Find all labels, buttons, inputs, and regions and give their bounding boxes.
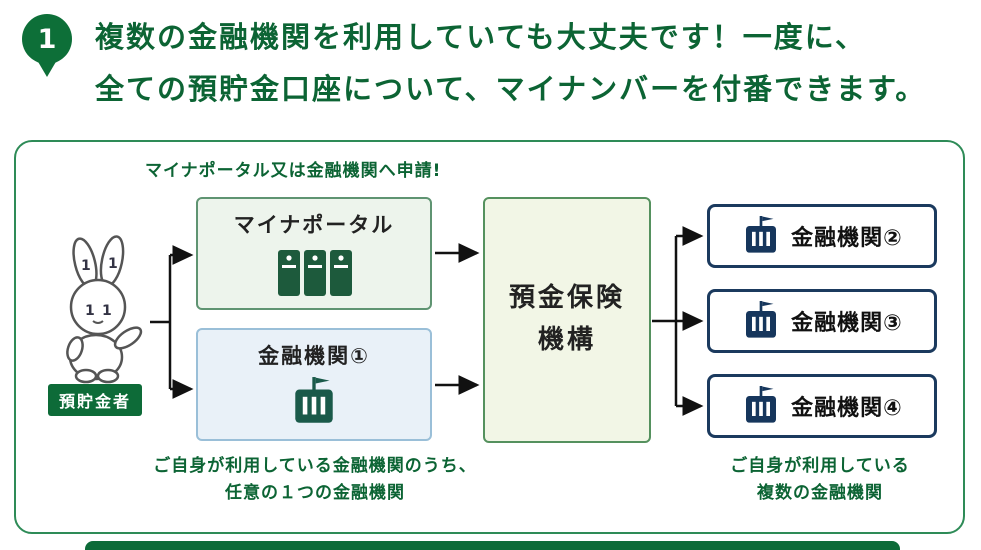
apply-note: マイナポータル又は金融機関へ申請! [145, 161, 442, 181]
right-caption-line2: 複数の金融機関 [757, 483, 883, 504]
mynaportal-box: マイナポータル [196, 197, 432, 310]
page-title-line2: 全ての預貯金口座について、マイナンバーを付番できます。 [95, 71, 927, 106]
right-caption: ご自身が利用している 複数の金融機関 [670, 453, 970, 507]
step-number-pin: 1 [22, 14, 72, 80]
bank1-box: 金融機関① [196, 328, 432, 441]
bank-building-icon [746, 216, 777, 253]
bank-building-icon [295, 377, 333, 423]
deposit-insurance-line2: 機構 [537, 325, 596, 355]
bank4-label: 金融機関④ [791, 396, 903, 421]
pin-tail [37, 60, 57, 77]
left-caption-line1: ご自身が利用している金融機関のうち、 [153, 456, 477, 476]
next-section-bar [85, 541, 900, 550]
step-number: 1 [22, 14, 72, 64]
left-caption: ご自身が利用している金融機関のうち、 任意の１つの金融機関 [100, 453, 530, 507]
page-title: 複数の金融機関を利用していても大丈夫です！一度に、 全ての預貯金口座について、マ… [95, 12, 926, 115]
page-title-line1: 複数の金融機関を利用していても大丈夫です！一度に、 [95, 20, 866, 54]
deposit-insurance-line1: 預金保険 [508, 283, 625, 314]
bank1-label: 金融機関① [258, 344, 370, 368]
bank4-box: 金融機関④ [707, 374, 937, 438]
left-caption-line2: 任意の１つの金融機関 [225, 483, 405, 504]
right-caption-line1: ご自身が利用している [730, 456, 910, 476]
bank2-box: 金融機関② [707, 204, 937, 268]
bank2-label: 金融機関② [791, 226, 903, 251]
bank3-label: 金融機関③ [791, 311, 903, 336]
bank3-box: 金融機関③ [707, 289, 937, 353]
depositor-badge: 預貯金者 [48, 384, 143, 416]
deposit-insurance-box: 預金保険 機構 [483, 197, 651, 443]
binders-icon [278, 250, 352, 296]
bank-building-icon [746, 386, 777, 423]
mynaportal-label: マイナポータル [233, 213, 395, 237]
bank-building-icon [746, 301, 777, 338]
